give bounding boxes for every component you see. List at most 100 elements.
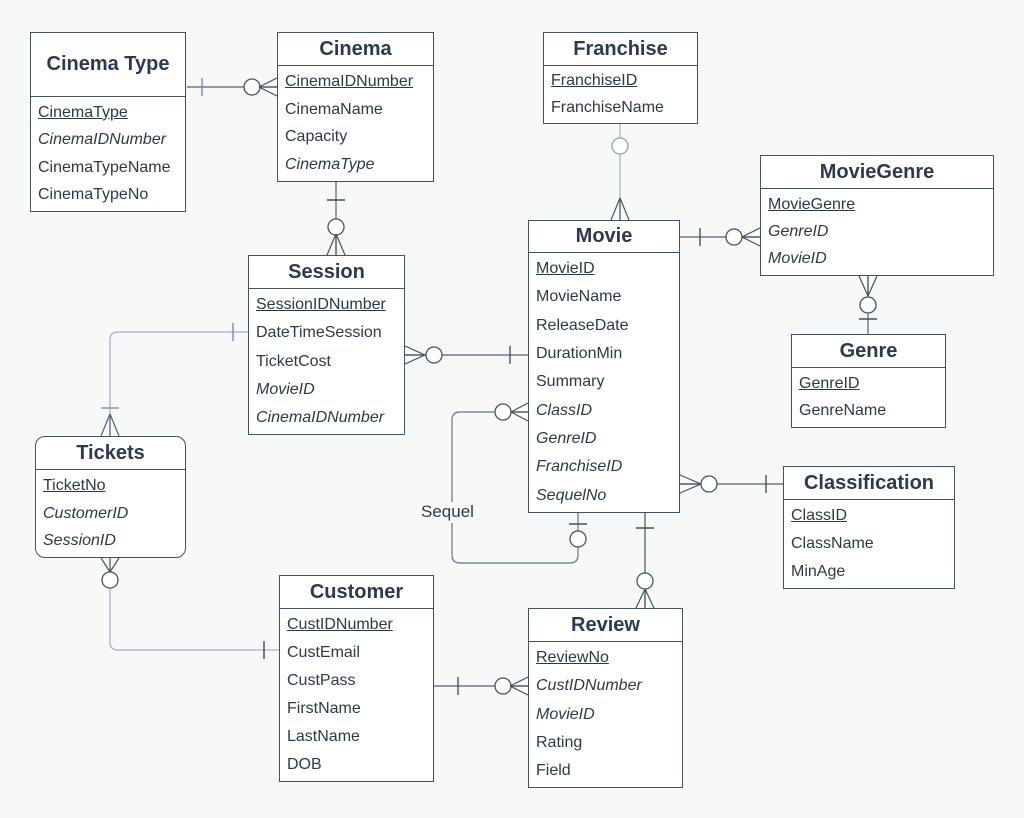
entity-field-fk: MovieID: [536, 705, 595, 723]
connector-franchise-movie[interactable]: [610, 124, 630, 221]
entity-title: Genre: [792, 335, 945, 368]
cardinality-many-crowfoot: [679, 483, 702, 494]
cardinality-many-crowfoot: [510, 402, 529, 413]
entity-field-pk: MovieGenre: [768, 195, 856, 213]
connector-customer-review[interactable]: [434, 676, 529, 696]
connector-movie-classification[interactable]: [679, 474, 783, 494]
cardinality-zero-circle: [611, 137, 629, 155]
connector-moviegenre-genre[interactable]: [858, 275, 878, 334]
entity-field-fk: ClassID: [536, 401, 593, 419]
cardinality-many-crowfoot: [858, 275, 869, 297]
entity-field-pk: CinemaIDNumber: [285, 72, 414, 90]
entity-field-pk: MovieID: [536, 260, 595, 278]
cardinality-many-crowfoot: [741, 227, 761, 238]
entity-field-fk: FranchiseID: [536, 458, 623, 476]
entity-field-pk: CinemaType: [38, 103, 128, 121]
connector-movie-moviegenre[interactable]: [680, 227, 761, 247]
entity-field-fk: CustIDNumber: [536, 677, 642, 695]
entity-field-fk: SequelNo: [536, 486, 607, 504]
sequel-relationship-label: Sequel: [418, 502, 477, 523]
entity-field-attr: Summary: [536, 373, 605, 391]
entity-title: Franchise: [544, 33, 697, 66]
entity-field-attr: ClassName: [791, 535, 874, 552]
connector-session-movie[interactable]: [404, 345, 528, 365]
cardinality-many-crowfoot: [619, 197, 630, 221]
cardinality-many-crowfoot: [404, 345, 426, 356]
cardinality-many-crowfoot: [100, 557, 111, 573]
cardinality-many-crowfoot: [109, 557, 120, 573]
entity-field-pk: FranchiseID: [551, 72, 638, 90]
entity-field-fk: MovieID: [768, 250, 827, 268]
connector-cinematype-cinema[interactable]: [187, 77, 278, 97]
cardinality-many-crowfoot: [258, 77, 278, 88]
cardinality-many-crowfoot: [741, 236, 761, 247]
entity-title: Movie: [529, 221, 679, 253]
cardinality-zero-circle: [327, 218, 345, 236]
entity-field-attr: Capacity: [285, 128, 348, 146]
cardinality-many-crowfoot: [509, 685, 529, 696]
entity-field-attr: MinAge: [791, 563, 846, 580]
connector-session-tickets[interactable]: [100, 323, 248, 437]
cardinality-many-crowfoot: [635, 588, 646, 609]
connector-movie-review[interactable]: [635, 513, 655, 609]
cardinality-many-crowfoot: [679, 474, 702, 485]
cardinality-zero-circle: [243, 78, 261, 96]
cardinality-zero-circle: [859, 296, 877, 314]
entity-field-attr: CustEmail: [287, 644, 360, 661]
entity-field-fk: CinemaIDNumber: [256, 408, 385, 426]
entity-title: Tickets: [36, 437, 185, 470]
entity-field-attr: CinemaTypeName: [38, 158, 171, 176]
cardinality-many-crowfoot: [335, 233, 346, 256]
entity-title: Classification: [784, 467, 954, 500]
connector-cinema-session[interactable]: [326, 182, 346, 256]
cardinality-many-crowfoot: [404, 354, 426, 365]
entity-field-pk: ClassID: [791, 507, 848, 524]
cardinality-many-crowfoot: [258, 86, 278, 97]
cardinality-zero-circle: [494, 403, 512, 421]
entity-field-fk: GenreID: [768, 222, 829, 240]
entity-field-list: FranchiseID FranchiseName: [544, 66, 697, 123]
entity-field-pk: ReviewNo: [536, 649, 609, 667]
entity-field-attr: GenreName: [799, 402, 887, 420]
entity-title: MovieGenre: [761, 156, 993, 189]
entity-field-attr: FranchiseName: [551, 98, 664, 116]
entity-field-attr: Field: [536, 761, 571, 779]
entity-title: Review: [529, 609, 682, 642]
cardinality-many-crowfoot: [510, 411, 529, 422]
connector-movie-sequel-loop[interactable]: [451, 402, 587, 564]
cardinality-many-crowfoot: [644, 588, 655, 609]
cardinality-zero-circle: [101, 571, 119, 589]
cardinality-zero-circle: [425, 346, 443, 364]
entity-field-fk: GenreID: [536, 430, 597, 448]
connector-tickets-customer[interactable]: [100, 557, 279, 659]
entity-field-attr: DurationMin: [536, 345, 623, 363]
cardinality-zero-circle: [569, 530, 587, 548]
entity-field-pk: SessionIDNumber: [256, 296, 386, 314]
entity-field-pk: CustIDNumber: [287, 616, 393, 633]
entity-field-attr: CinemaName: [285, 100, 383, 118]
entity-title: Session: [249, 256, 404, 289]
cardinality-many-crowfoot: [326, 233, 337, 256]
entity-field-attr: MovieName: [536, 288, 622, 306]
cardinality-many-crowfoot: [509, 676, 529, 687]
